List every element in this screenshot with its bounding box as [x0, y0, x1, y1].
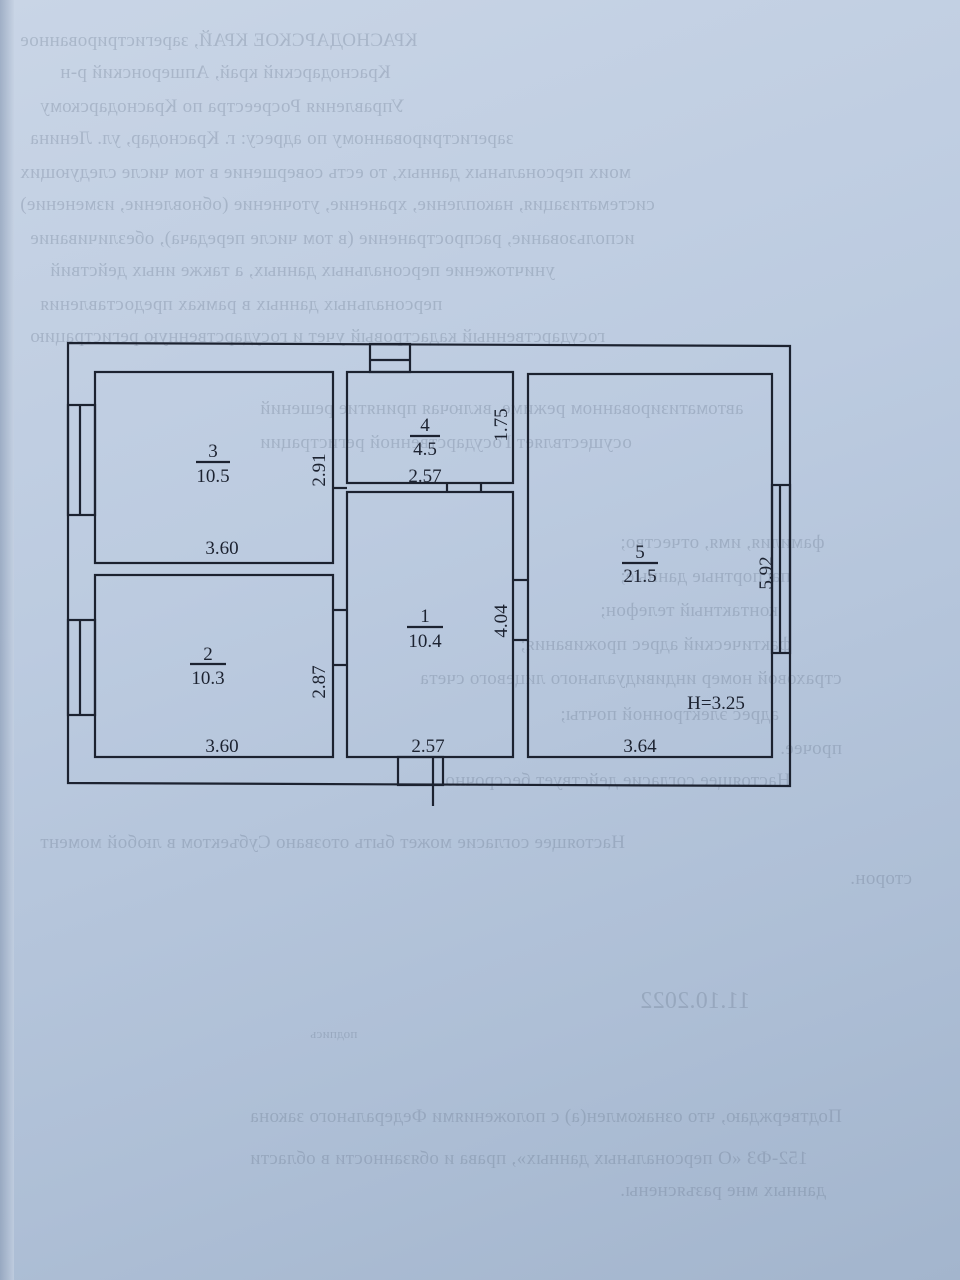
- dim-room1-depth: 4.04: [491, 604, 512, 638]
- room-1-number: 1: [420, 606, 430, 627]
- dim-room3-depth: 2.91: [309, 453, 330, 486]
- page-edge: [0, 0, 14, 1280]
- dim-room5-depth: 5.92: [756, 556, 777, 589]
- room-2-outline: [93, 573, 335, 759]
- window-top: [368, 342, 412, 374]
- dim-room2-width: 3.60: [205, 736, 238, 757]
- room-3-area: 10.5: [196, 466, 229, 487]
- room-4-area: 4.5: [413, 439, 437, 460]
- room-5-number: 5: [635, 542, 645, 563]
- room-2-number: 2: [203, 644, 213, 665]
- window-left-upper: [66, 403, 97, 517]
- dim-room5-width: 3.64: [623, 736, 657, 757]
- dim-room4-depth: 1.75: [491, 408, 512, 441]
- room-4-outline: [345, 370, 515, 485]
- room-4-number: 4: [420, 415, 430, 436]
- dim-room1-width: 2.57: [411, 736, 444, 757]
- window-left-lower: [66, 618, 97, 717]
- ceiling-height: H=3.25: [687, 693, 745, 714]
- room-1-area: 10.4: [408, 631, 442, 652]
- room-5-area: 21.5: [623, 566, 656, 587]
- dim-room4-width: 2.57: [408, 466, 441, 487]
- room-1-outline: [345, 490, 515, 759]
- room-2-area: 10.3: [191, 668, 224, 689]
- room-3-number: 3: [208, 441, 218, 462]
- outer-wall-outline: [66, 341, 792, 788]
- entrance-door: [396, 755, 445, 787]
- dim-room2-depth: 2.87: [309, 665, 330, 698]
- dim-room3-width: 3.60: [205, 538, 238, 559]
